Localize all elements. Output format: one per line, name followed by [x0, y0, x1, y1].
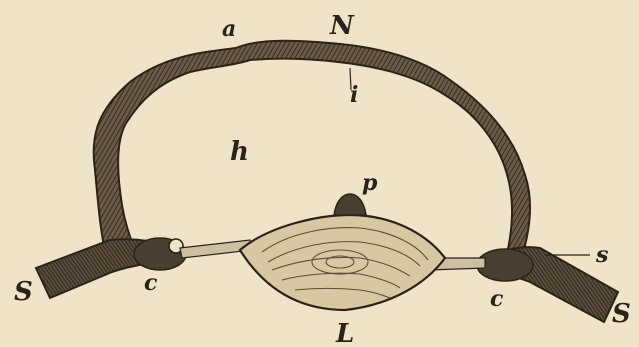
- label-p: p: [362, 170, 378, 196]
- central-body: [240, 215, 445, 310]
- label-S-right: S: [612, 299, 631, 329]
- apical-knob: [334, 194, 366, 215]
- label-i: i: [350, 82, 358, 108]
- label-N: N: [329, 11, 355, 41]
- label-L: L: [335, 319, 354, 347]
- label-c-left: c: [144, 270, 158, 296]
- label-a: a: [222, 16, 236, 42]
- label-s: s: [595, 242, 608, 268]
- label-S-left: S: [14, 277, 33, 307]
- label-c-right: c: [490, 286, 504, 312]
- label-h: h: [230, 137, 249, 167]
